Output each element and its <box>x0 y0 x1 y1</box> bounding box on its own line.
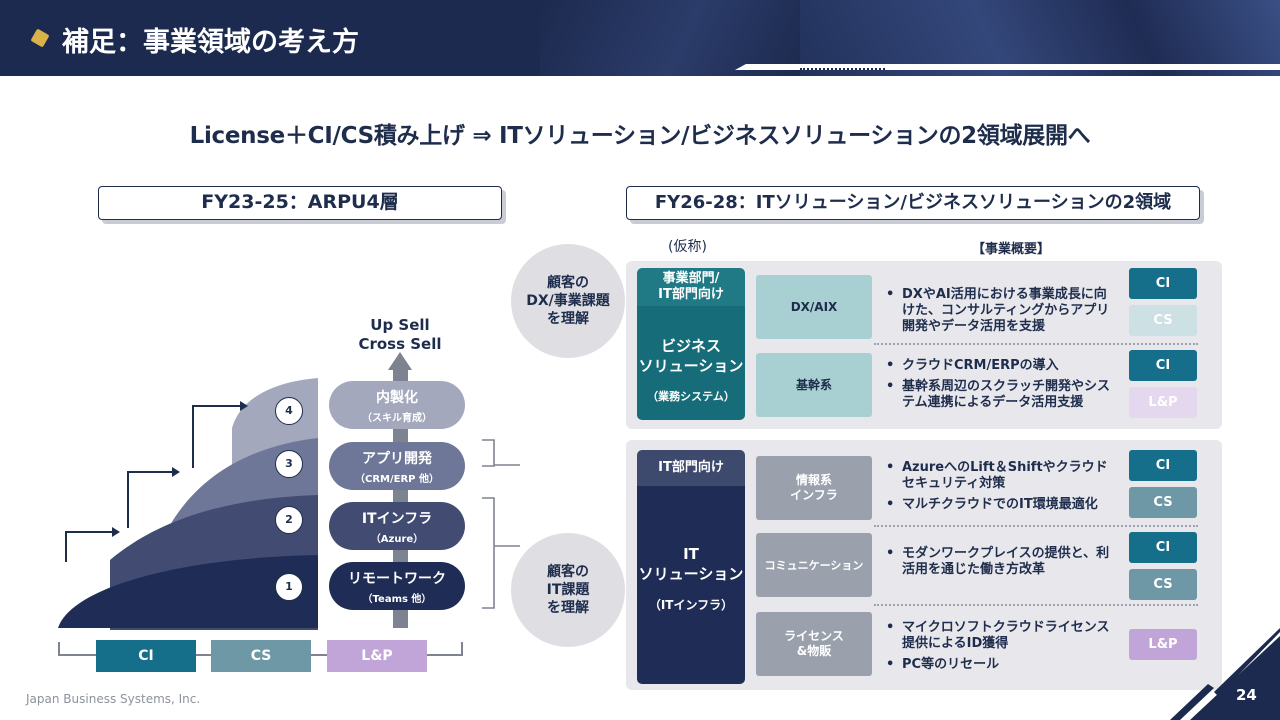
it-solution-block: IT ソリューション （ITインフラ） <box>637 486 745 684</box>
tag-cs: CS <box>211 640 311 672</box>
layer-sub: （Azure） <box>370 533 424 545</box>
bullets-core-systems: クラウドCRM/ERPの導入 基幹系周辺のスクラッチ開発やシステム連携によるデー… <box>884 358 1114 411</box>
circle-line: を理解 <box>547 600 589 616</box>
layer-number-1: 1 <box>275 573 303 601</box>
badge-lp: L&P <box>1129 629 1197 660</box>
layer-pill-remote-work: リモートワーク （Teams 他） <box>329 562 465 610</box>
layer-1-shape <box>58 555 318 628</box>
header-dotted-line <box>800 68 885 70</box>
summary-label: 【事業概要】 <box>972 242 1051 257</box>
layer-sub: （CRM/ERP 他） <box>355 473 439 485</box>
badge-lp: L&P <box>1129 387 1197 418</box>
layer-number-3: 3 <box>275 450 303 478</box>
bullet-item: マルチクラウドでのIT環境最適化 <box>884 497 1114 513</box>
layer-number-2: 2 <box>275 506 303 534</box>
bullets-info-infra: AzureへのLift＆Shiftやクラウドセキュリティ対策 マルチクラウドでの… <box>884 460 1114 513</box>
page-title: 補足：事業領域の考え方 <box>62 27 359 58</box>
it-target: IT部門向け <box>637 450 745 486</box>
row-divider <box>874 525 1198 527</box>
business-target: 事業部門/ IT部門向け <box>637 268 745 306</box>
header-bar <box>0 0 1280 76</box>
bullets-license-sales: マイクロソフトクラウドライセンス提供によるID獲得 PC等のリセール <box>884 620 1114 673</box>
badge-ci: CI <box>1129 350 1197 381</box>
bullet-item: クラウドCRM/ERPの導入 <box>884 358 1114 374</box>
category-license-sales: ライセンス &物販 <box>756 612 872 676</box>
bullet-item: AzureへのLift＆Shiftやクラウドセキュリティ対策 <box>884 460 1114 492</box>
layer-pill-it-infra: ITインフラ （Azure） <box>329 502 465 550</box>
business-solution-sub: （業務システム） <box>647 390 735 403</box>
layer-main: ITインフラ <box>361 510 433 527</box>
bullet-item: PC等のリセール <box>884 657 1114 673</box>
layer-sub: （スキル育成） <box>362 412 432 424</box>
badge-cs: CS <box>1129 487 1197 518</box>
layer-pill-app-dev: アプリ開発 （CRM/ERP 他） <box>329 442 465 490</box>
header-decoration <box>800 0 1280 76</box>
step-arrows <box>65 405 240 562</box>
it-solution-sub: （ITインフラ） <box>648 598 734 612</box>
it-solution-name: IT ソリューション <box>638 545 744 583</box>
crosssell-line: Cross Sell <box>358 335 442 353</box>
business-solution-block: ビジネス ソリューション （業務システム） <box>637 306 745 420</box>
circle-line: IT課題 <box>546 582 590 598</box>
circle-line: DX/事業課題 <box>526 293 610 309</box>
category-communication: コミュニケーション <box>756 533 872 597</box>
layer-main: アプリ開発 <box>362 450 432 467</box>
headline: License＋CI/CS積み上げ ⇒ ITソリューション/ビジネスソリューショ… <box>189 123 1091 149</box>
layer-main: リモートワーク <box>348 570 446 587</box>
row-divider <box>874 343 1198 345</box>
category-info-infra: 情報系 インフラ <box>756 456 872 520</box>
category-core-systems: 基幹系 <box>756 353 872 417</box>
badge-ci: CI <box>1129 450 1197 481</box>
badge-cs: CS <box>1129 305 1197 336</box>
category-dx-aix: DX/AIX <box>756 275 872 339</box>
bullet-item: モダンワークプレイスの提供と、利活用を通じた働き方改革 <box>884 546 1114 578</box>
circle-line: を理解 <box>547 311 589 327</box>
upsell-label: Up Sell Cross Sell <box>340 316 460 354</box>
left-section-title: FY23-25：ARPU4層 <box>98 186 502 220</box>
bullet-item: 基幹系周辺のスクラッチ開発やシステム連携によるデータ活用支援 <box>884 379 1114 411</box>
badge-ci: CI <box>1129 268 1197 299</box>
tentative-label: (仮称) <box>668 239 707 255</box>
layer-main: 内製化 <box>376 389 418 406</box>
circle-line: 顧客の <box>547 564 589 580</box>
badge-cs: CS <box>1129 569 1197 600</box>
bullet-item: DXやAI活用における事業成長に向けた、コンサルティングからアプリ開発やデータ活… <box>884 287 1114 335</box>
right-section-title: FY26-28：ITソリューション/ビジネスソリューションの2領域 <box>626 186 1200 220</box>
layer-sub: （Teams 他） <box>362 593 432 605</box>
bullets-dx-aix: DXやAI活用における事業成長に向けた、コンサルティングからアプリ開発やデータ活… <box>884 287 1114 335</box>
bullet-item: マイクロソフトクラウドライセンス提供によるID獲得 <box>884 620 1114 652</box>
company-name: Japan Business Systems, Inc. <box>26 692 201 706</box>
header-underline <box>735 64 1280 70</box>
upsell-arrow-head <box>388 352 412 370</box>
customer-it-circle: 顧客の IT課題 を理解 <box>511 533 625 647</box>
tag-ci: CI <box>96 640 196 672</box>
circle-line: 顧客の <box>547 275 589 291</box>
upsell-line: Up Sell <box>370 316 430 334</box>
row-divider <box>874 604 1198 606</box>
layer-pill-insourcing: 内製化 （スキル育成） <box>329 381 465 429</box>
corner-decoration <box>1170 628 1280 720</box>
customer-dx-circle: 顧客の DX/事業課題 を理解 <box>511 244 625 358</box>
bullets-communication: モダンワークプレイスの提供と、利活用を通じた働き方改革 <box>884 546 1114 578</box>
business-solution-name: ビジネス ソリューション <box>638 337 744 375</box>
badge-ci: CI <box>1129 532 1197 563</box>
header-decoration <box>540 0 800 76</box>
layer-number-4: 4 <box>275 397 303 425</box>
tag-lp: L&P <box>327 640 427 672</box>
connector-lines <box>482 439 520 609</box>
page-number: 24 <box>1236 686 1257 704</box>
